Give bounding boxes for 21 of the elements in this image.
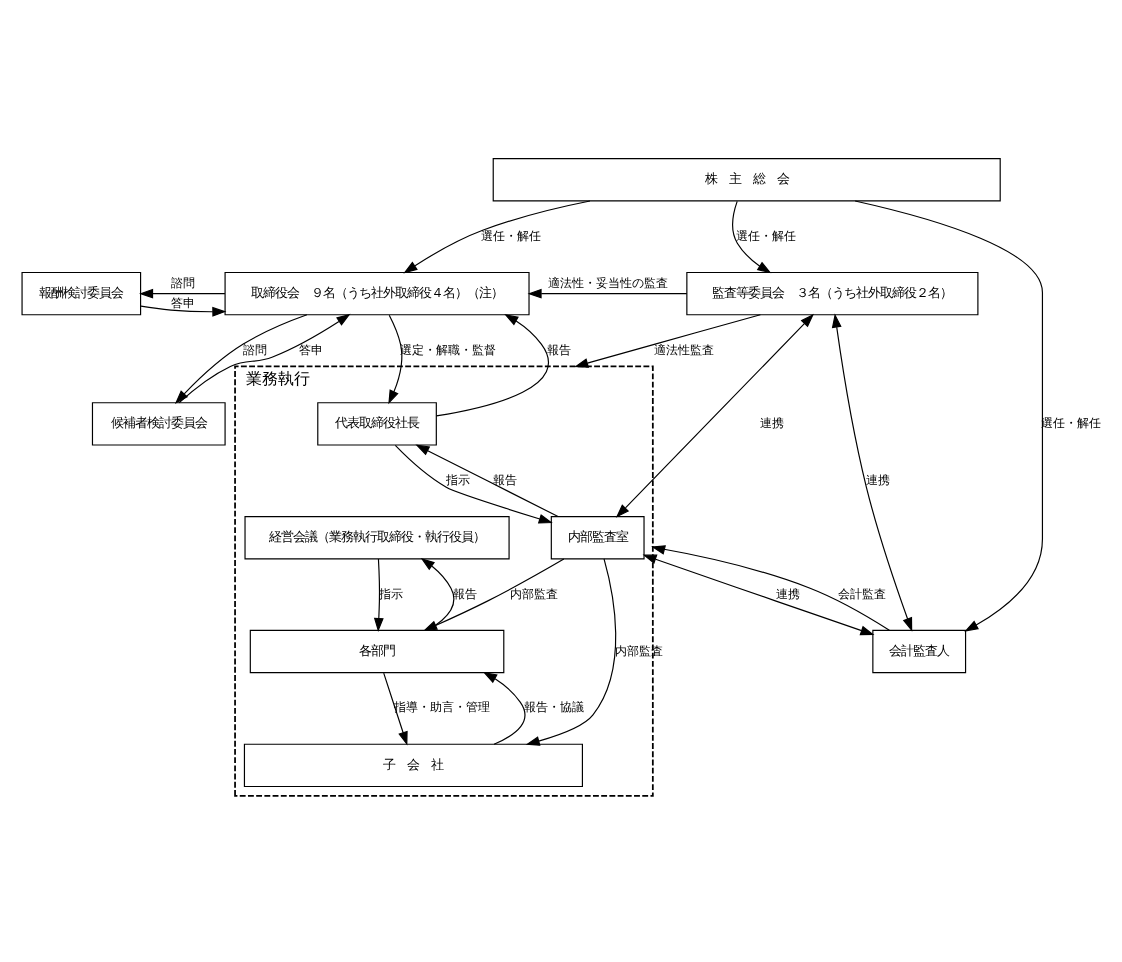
arrow <box>383 671 408 745</box>
arrow <box>174 313 308 403</box>
arrow <box>483 670 526 744</box>
arrow <box>732 199 772 273</box>
arrow <box>527 287 688 298</box>
arrow <box>140 304 227 316</box>
arrow <box>651 544 890 630</box>
arrow <box>574 313 761 367</box>
arrow <box>388 313 403 404</box>
arrow <box>854 199 1044 631</box>
arrow <box>373 557 384 632</box>
arrow <box>831 312 913 631</box>
arrow <box>178 312 351 403</box>
arrow <box>435 313 550 416</box>
arrow <box>415 443 559 517</box>
arrow <box>615 312 814 517</box>
arrow <box>139 287 226 298</box>
arrow <box>403 199 591 273</box>
arrow <box>642 553 875 635</box>
arrow <box>394 443 553 523</box>
arrow <box>525 557 617 745</box>
